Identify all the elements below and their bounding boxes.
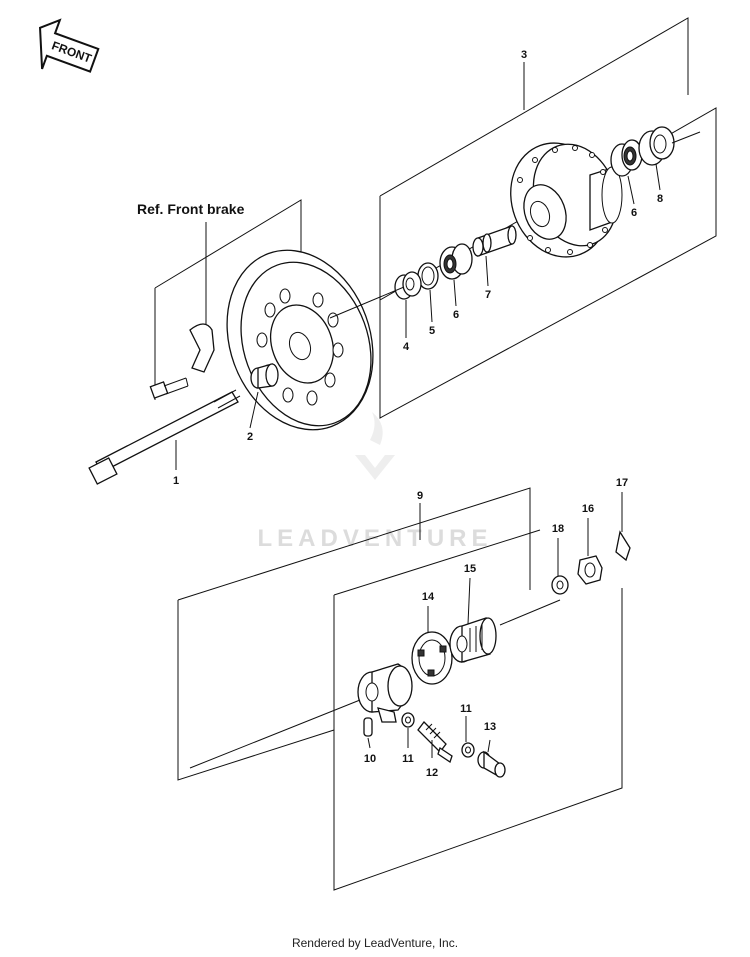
brake-disc — [226, 249, 374, 431]
speedometer-drive-gear — [449, 617, 497, 663]
callout-1: 1 — [173, 475, 179, 487]
callout-13: 13 — [484, 721, 496, 733]
cotter-pin — [615, 530, 631, 562]
watermark-logo-icon — [355, 412, 395, 480]
callout-6-right: 6 — [631, 207, 637, 219]
watermark: LEADVENTURE — [257, 412, 492, 552]
hub-group-box — [379, 17, 717, 419]
speedometer-group-box — [177, 487, 623, 891]
front-badge: FRONT — [38, 18, 100, 73]
footer-credit: Rendered by LeadVenture, Inc. — [291, 936, 459, 950]
oil-seal — [394, 271, 422, 300]
callout-11-left: 11 — [402, 753, 414, 765]
callout-17: 17 — [616, 477, 628, 489]
axle-nut — [577, 555, 603, 585]
front-arrow-icon — [38, 18, 100, 73]
pin — [363, 717, 373, 737]
speedometer-gear-housing — [357, 663, 413, 723]
callout-12: 12 — [426, 767, 438, 779]
distance-collar — [472, 225, 517, 257]
bearing-left — [439, 243, 473, 280]
callout-4: 4 — [403, 341, 410, 353]
callout-8: 8 — [657, 193, 663, 205]
callout-3: 3 — [521, 49, 527, 61]
callout-18: 18 — [552, 523, 564, 535]
washer — [551, 575, 569, 595]
callout-9: 9 — [417, 490, 423, 502]
callout-14: 14 — [422, 591, 435, 603]
oil-seal-right — [638, 126, 675, 166]
circlip — [417, 262, 439, 290]
callout-2: 2 — [247, 431, 253, 443]
callout-16: 16 — [582, 503, 594, 515]
callout-7: 7 — [485, 289, 491, 301]
wheel-hub — [510, 142, 623, 258]
axle — [88, 389, 241, 485]
callouts: 1 2 3 4 5 6 6 7 8 9 10 11 11 12 13 14 15… — [173, 49, 663, 779]
callout-6-left: 6 — [453, 309, 459, 321]
bearing-right — [610, 139, 643, 177]
washer-small-left — [401, 712, 415, 728]
callout-10: 10 — [364, 753, 376, 765]
caliper-bracket — [189, 323, 215, 373]
callout-15: 15 — [464, 563, 476, 575]
leader-lines — [175, 163, 661, 758]
callout-5: 5 — [429, 325, 435, 337]
bushing — [477, 750, 506, 778]
watermark-text: LEADVENTURE — [257, 525, 492, 552]
brake-reference-bracket — [149, 199, 302, 400]
washer-small-right — [461, 742, 475, 758]
caliper-bolt — [149, 377, 189, 399]
collar — [250, 363, 279, 389]
callout-11-right: 11 — [460, 703, 472, 715]
ref-front-brake-label: Ref. Front brake — [137, 201, 245, 217]
gear-retainer — [411, 631, 453, 685]
pinion-gear — [417, 721, 453, 764]
